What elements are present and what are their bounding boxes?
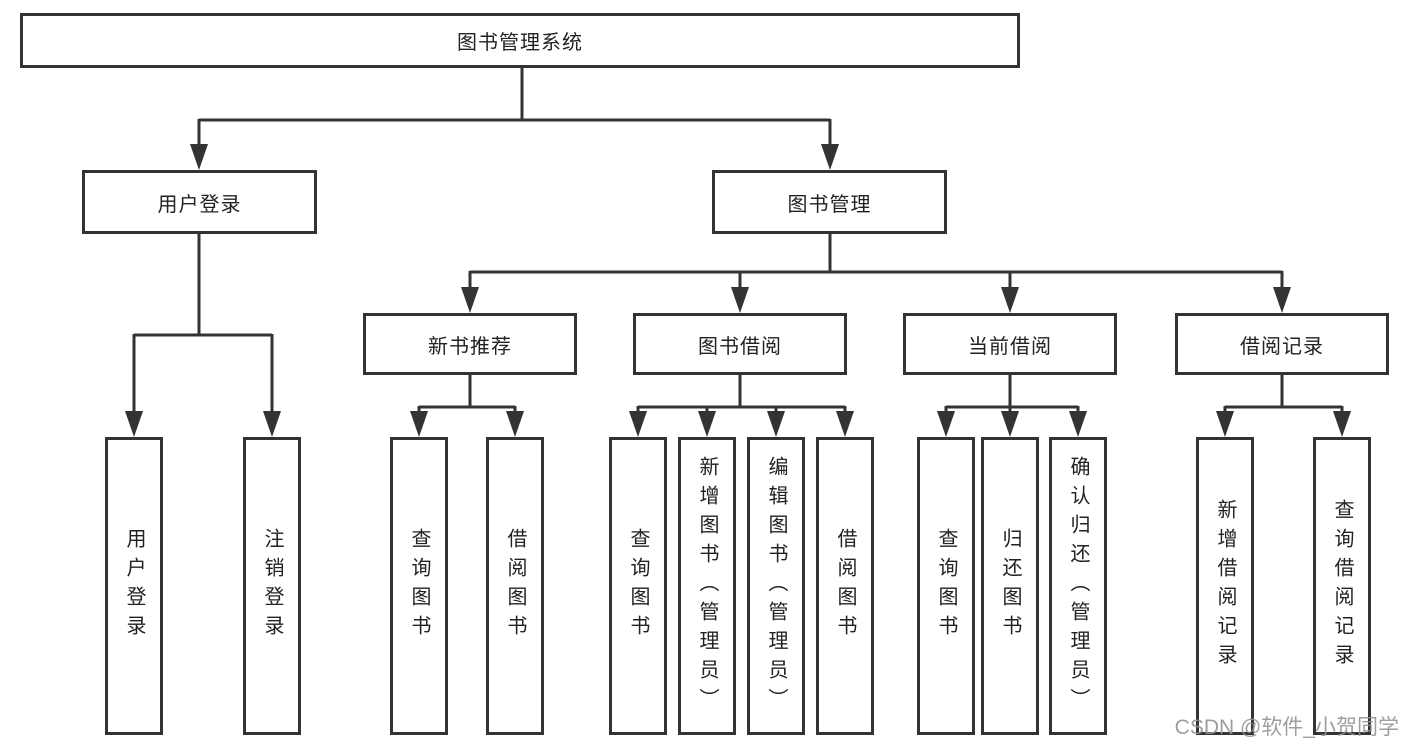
node-label: 用户登录 bbox=[157, 193, 242, 216]
node-label: 图书管理 bbox=[787, 193, 872, 216]
leaf-user-login: 用户登录 bbox=[105, 437, 163, 735]
node-user-login-branch: 用户登录 bbox=[82, 170, 317, 234]
node-new-book-recommendation: 新书推荐 bbox=[363, 313, 577, 375]
node-library-management-system: 图书管理系统 bbox=[20, 13, 1020, 68]
node-label: 借阅记录 bbox=[1240, 335, 1324, 358]
node-label: 图书借阅 bbox=[698, 335, 782, 358]
leaf-edit-books-admin: 编辑图书（管理员） bbox=[747, 437, 805, 735]
leaf-borrow-books-borrowing: 借阅图书 bbox=[816, 437, 874, 735]
leaf-confirm-return-admin: 确认归还（管理员） bbox=[1049, 437, 1107, 735]
node-label: 当前借阅 bbox=[968, 335, 1052, 358]
leaf-query-books-newrec: 查询图书 bbox=[390, 437, 448, 735]
leaf-query-books-current: 查询图书 bbox=[917, 437, 975, 735]
leaf-query-books-borrowing: 查询图书 bbox=[609, 437, 667, 735]
node-current-borrowing: 当前借阅 bbox=[903, 313, 1117, 375]
csdn-watermark: CSDN @软件_小贺同学 bbox=[1174, 716, 1399, 739]
leaf-borrow-books-newrec: 借阅图书 bbox=[486, 437, 544, 735]
node-label: 新书推荐 bbox=[428, 335, 512, 358]
leaf-query-borrow-record: 查询借阅记录 bbox=[1313, 437, 1371, 735]
leaf-add-borrow-record: 新增借阅记录 bbox=[1196, 437, 1254, 735]
node-book-borrowing: 图书借阅 bbox=[633, 313, 847, 375]
node-borrowing-records: 借阅记录 bbox=[1175, 313, 1389, 375]
node-book-management-branch: 图书管理 bbox=[712, 170, 947, 234]
leaf-add-books-admin: 新增图书（管理员） bbox=[678, 437, 736, 735]
leaf-logout: 注销登录 bbox=[243, 437, 301, 735]
leaf-return-books: 归还图书 bbox=[981, 437, 1039, 735]
node-label: 图书管理系统 bbox=[457, 32, 583, 54]
